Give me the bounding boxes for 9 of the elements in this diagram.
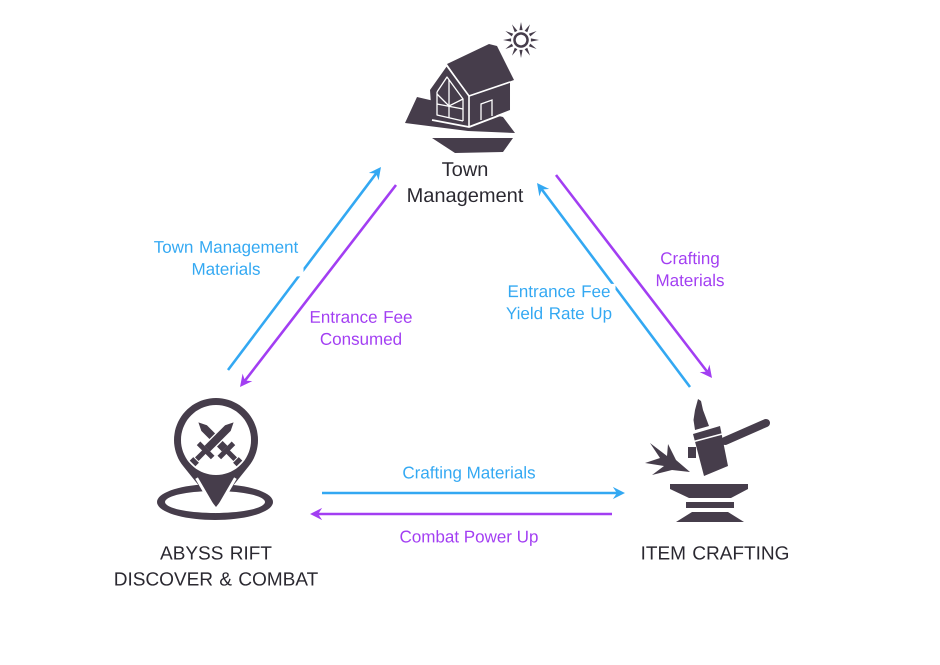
edge-label: Crafting Materials xyxy=(400,464,538,484)
edge-label: Entrance Fee Yield Rate Up xyxy=(502,284,616,324)
edge-label: Entrance Fee Consumed xyxy=(306,310,416,346)
node-title: ABYSS RIFT DISCOVER & COMBAT xyxy=(115,546,318,586)
node-title: Town Management xyxy=(408,162,524,206)
edge-label: Crafting Materials xyxy=(651,250,729,288)
node-title: ITEM CRAFTING xyxy=(642,546,788,560)
edge-label: Combat Power Up xyxy=(398,528,540,548)
edge-label: Town Management Materials xyxy=(148,240,304,276)
